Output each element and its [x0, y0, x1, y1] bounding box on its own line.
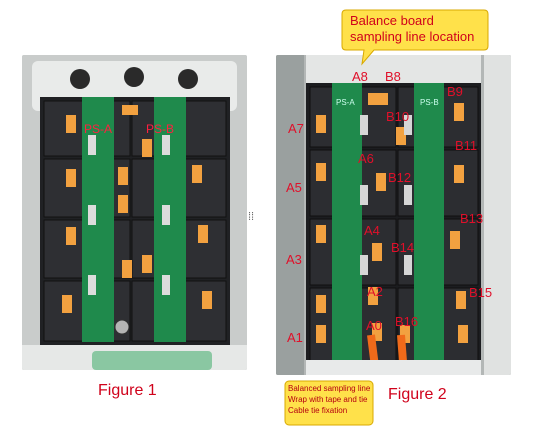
label-b16: B16: [395, 314, 419, 329]
label-a5: A5: [286, 180, 302, 195]
label-b14: B14: [391, 240, 415, 255]
label-a6: A6: [358, 151, 374, 166]
figure-1-caption: Figure 1: [98, 382, 157, 399]
label-b10: B10: [386, 109, 410, 124]
label-b11: B11: [455, 138, 478, 153]
callout-bubble-bottom: [284, 380, 374, 426]
label-a2: A2: [367, 284, 383, 299]
battery-pack-image-2: [276, 55, 511, 375]
label-a4: A4: [364, 223, 380, 238]
callout-sampling-line: Balanced sampling line Wrap with tape an…: [284, 380, 374, 426]
label-b15: B15: [469, 285, 493, 300]
figure1-label-ps-a: PS-A: [84, 122, 113, 136]
callout-bottom-line2: Wrap with tape and tie: [288, 395, 368, 404]
callout-bottom-line1: Balanced sampling line: [288, 384, 371, 393]
callout-top-line2: sampling line location: [350, 29, 475, 44]
callout-bubble-top: [341, 9, 489, 66]
label-b8: B8: [385, 69, 401, 84]
drag-handle-icon[interactable]: ⁞⁞: [248, 211, 255, 223]
figure-1-photo: [22, 55, 247, 370]
figure-2-photo: [276, 55, 511, 375]
figure2-label-ps-b: PS-B: [420, 98, 439, 107]
label-b13: B13: [460, 211, 484, 226]
figure-2-caption: Figure 2: [388, 386, 447, 403]
figure1-label-ps-b: PS-B: [146, 122, 175, 136]
label-a3: A3: [286, 252, 302, 267]
label-b9: B9: [447, 84, 463, 99]
callout-bottom-text: Balanced sampling line Wrap with tape an…: [288, 383, 370, 416]
callout-bottom-line3: Cable tie fixation: [288, 406, 348, 415]
battery-pack-image-1: [22, 55, 247, 370]
figure2-label-ps-a: PS-A: [336, 98, 355, 107]
callout-top-line1: Balance board: [350, 13, 434, 28]
callout-balance-board: Balance board sampling line location: [340, 8, 490, 66]
label-a7: A7: [288, 121, 304, 136]
label-a1: A1: [287, 330, 303, 345]
label-a8: A8: [352, 69, 368, 84]
callout-top-text: Balance board sampling line location: [350, 13, 474, 45]
label-b12: B12: [388, 170, 412, 185]
label-a0: A0: [366, 318, 382, 333]
